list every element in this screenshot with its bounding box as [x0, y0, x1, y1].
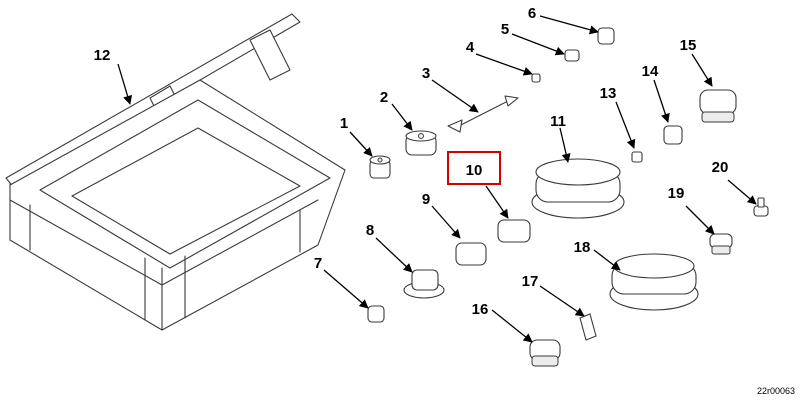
part-3-rod	[447, 95, 519, 133]
drawing-reference: 22r00063	[757, 386, 795, 396]
part-5-plug	[564, 49, 580, 62]
callout-9: 9	[422, 191, 430, 208]
part-9-cap	[455, 242, 487, 266]
part-6-plug	[597, 27, 615, 45]
part-11-large-cap	[531, 158, 625, 219]
part-20-fitting	[753, 197, 769, 217]
callout-15: 15	[680, 37, 697, 54]
callout-12: 12	[94, 47, 111, 64]
callout-3: 3	[422, 65, 430, 82]
part-1-plug	[369, 155, 391, 179]
part-19-threaded-cap	[709, 233, 733, 255]
part-18-large-cap	[609, 253, 699, 311]
part-2-cap	[405, 130, 437, 156]
part-14-plug	[663, 125, 683, 145]
callout-10: 10	[466, 162, 483, 179]
callout-18: 18	[574, 239, 591, 256]
callout-6: 6	[528, 5, 536, 22]
storage-box-part	[5, 13, 346, 331]
callout-4: 4	[466, 39, 475, 56]
part-16-threaded-cap	[529, 339, 561, 367]
part-4-small-plug	[531, 73, 541, 83]
callout-19: 19	[668, 185, 685, 202]
callout-2: 2	[380, 89, 388, 106]
callout-5: 5	[501, 21, 509, 38]
part-13-small-plug	[631, 151, 643, 163]
part-17-tube	[579, 313, 597, 341]
callout-labels: 1 2 3 4 5 6 7 8 9 10 11 12 13 14 15 16 1…	[94, 5, 729, 318]
callout-8: 8	[366, 222, 374, 239]
callout-1: 1	[340, 115, 348, 132]
callout-16: 16	[472, 301, 489, 318]
leader-lines	[117, 15, 757, 343]
callout-17: 17	[522, 273, 539, 290]
part-7-plug	[367, 305, 385, 323]
callout-7: 7	[314, 255, 322, 272]
callout-11: 11	[550, 113, 566, 130]
highlight-box	[447, 151, 501, 185]
callout-14: 14	[642, 63, 659, 80]
part-10-cap	[497, 219, 531, 243]
callout-20: 20	[712, 159, 729, 176]
callout-13: 13	[600, 85, 617, 102]
part-8-cap	[403, 269, 445, 299]
part-15-threaded-cap	[699, 89, 737, 123]
